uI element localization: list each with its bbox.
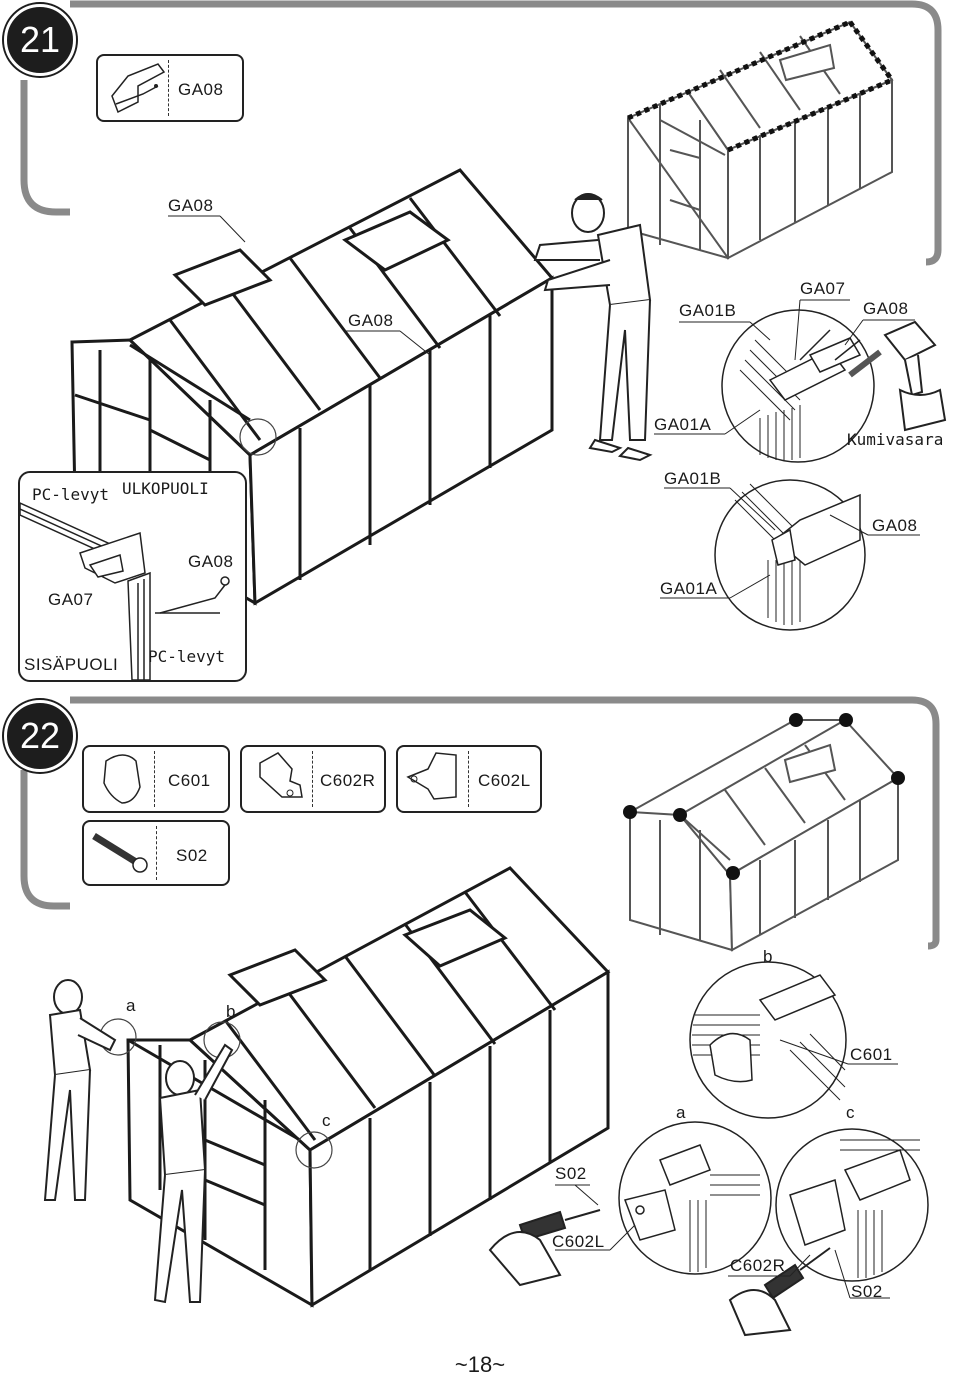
screwdriver-icon-right xyxy=(728,1247,831,1337)
step-21-part-ga08: GA08 xyxy=(96,54,244,122)
step-22-person-left xyxy=(43,979,117,1201)
label-c602r: C602R xyxy=(730,1256,786,1275)
step-22-main-greenhouse xyxy=(99,866,611,1308)
page-number: ~18~ xyxy=(454,1352,506,1377)
c601-part-icon xyxy=(103,754,141,804)
label-ga08-lower: GA08 xyxy=(872,516,918,535)
screwdriver-icon xyxy=(488,1209,601,1287)
label-b-main: b xyxy=(226,1002,236,1021)
part-code: C602L xyxy=(478,771,531,790)
ga08-part-icon xyxy=(111,63,166,114)
step-21-overview-greenhouse xyxy=(627,20,894,260)
label-ga08-upper: GA08 xyxy=(863,299,909,318)
label-c602l: C602L xyxy=(552,1232,605,1251)
s02-screw-icon xyxy=(92,833,148,873)
step-22-detail-a xyxy=(618,1121,772,1275)
step-22-detail-c xyxy=(775,1128,929,1282)
step-21-detail-upper xyxy=(721,309,875,463)
step-22-part-c602l: C602L xyxy=(396,745,542,813)
label-ga01a-lower: GA01A xyxy=(660,579,718,598)
label-a-detail: a xyxy=(676,1103,686,1122)
step-22-part-c601: C601 xyxy=(82,745,230,813)
label-s02-right: S02 xyxy=(851,1282,883,1301)
label-s02-left: S02 xyxy=(555,1164,587,1183)
label-ulkopuoli: ULKOPUOLI xyxy=(122,479,209,498)
c602r-part-icon xyxy=(259,752,303,798)
label-ga01b-lower: GA01B xyxy=(664,469,722,488)
label-ga08-mid: GA08 xyxy=(348,311,394,330)
label-ga08-top: GA08 xyxy=(168,196,214,215)
c602l-part-icon xyxy=(406,752,457,800)
step-22-detail-b xyxy=(689,961,847,1119)
label-ga01a-upper: GA01A xyxy=(654,415,712,434)
label-pc-levyt-top: PC-levyt xyxy=(32,485,110,504)
label-b-detail: b xyxy=(763,947,773,966)
step-22-overview-markers xyxy=(623,713,905,880)
part-code: C602R xyxy=(320,771,376,790)
part-code: S02 xyxy=(176,846,208,865)
part-code: GA08 xyxy=(178,80,224,99)
step-22-part-s02: S02 xyxy=(82,820,230,886)
step-21-person xyxy=(533,193,653,462)
label-pc-levyt-bottom: PC-levyt xyxy=(148,647,226,666)
label-sisapuoli: SISÄPUOLI xyxy=(24,655,119,674)
label-ga07-detail: GA07 xyxy=(48,590,94,609)
label-ga01b-upper: GA01B xyxy=(679,301,737,320)
label-a-main: a xyxy=(126,996,136,1015)
part-code: C601 xyxy=(168,771,211,790)
label-kumivasara: Kumivasara xyxy=(847,430,944,449)
label-c-main: c xyxy=(322,1111,331,1130)
label-c-detail: c xyxy=(846,1103,855,1122)
step-22-number: 22 xyxy=(4,700,76,772)
label-ga07-upper: GA07 xyxy=(800,279,846,298)
step-21-cross-section: PC-levyt ULKOPUOLI GA08 GA07 SISÄPUOLI P… xyxy=(18,471,247,682)
mallet-icon xyxy=(848,320,947,432)
step-22-overview-greenhouse xyxy=(629,718,900,952)
step-22-person-middle xyxy=(153,1043,234,1304)
step-21-detail-lower xyxy=(714,479,866,631)
step-22-part-c602r: C602R xyxy=(240,745,386,813)
label-ga08-detail: GA08 xyxy=(188,552,234,571)
label-c601: C601 xyxy=(850,1045,893,1064)
step-21-number: 21 xyxy=(4,4,76,76)
